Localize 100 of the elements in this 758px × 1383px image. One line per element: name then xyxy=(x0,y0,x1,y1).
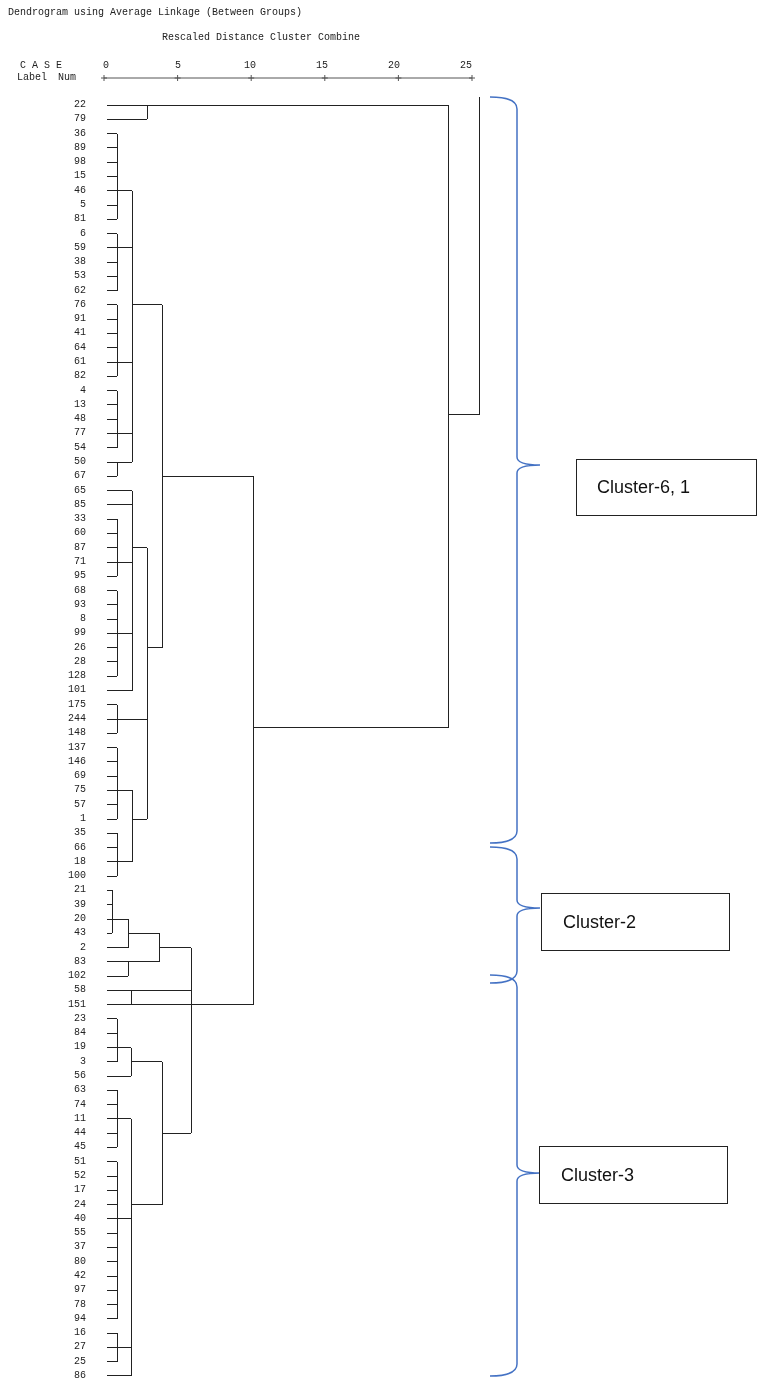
case-label: 27 xyxy=(74,1341,86,1354)
column-header: Label xyxy=(17,72,47,84)
case-label: 21 xyxy=(74,884,86,897)
case-label: 97 xyxy=(74,1284,86,1297)
case-label: 6 xyxy=(80,227,86,240)
case-label: 17 xyxy=(74,1184,86,1197)
column-header: Num xyxy=(58,72,76,84)
case-label: 2 xyxy=(80,941,86,954)
case-label: 57 xyxy=(74,798,86,811)
case-label: 26 xyxy=(74,641,86,654)
case-label: 20 xyxy=(74,912,86,925)
case-label: 19 xyxy=(74,1041,86,1054)
chart-title: Dendrogram using Average Linkage (Between Groups) xyxy=(8,7,303,19)
cluster-name: Cluster-2 xyxy=(563,911,637,933)
case-label: 4 xyxy=(80,384,86,397)
case-label: 37 xyxy=(74,1241,86,1254)
case-label: 41 xyxy=(74,327,86,340)
case-label: 69 xyxy=(74,770,86,783)
case-label: 151 xyxy=(68,998,86,1011)
tick-label: 15 xyxy=(316,60,328,72)
tick-label: 10 xyxy=(244,60,256,72)
case-label: 85 xyxy=(74,498,86,511)
case-label: 65 xyxy=(74,484,86,497)
case-label: 66 xyxy=(74,841,86,854)
case-label: 71 xyxy=(74,555,86,568)
cluster-label-box xyxy=(541,893,730,951)
case-label: 89 xyxy=(74,141,86,154)
case-label: 58 xyxy=(74,984,86,997)
case-label: 56 xyxy=(74,1070,86,1083)
case-label: 39 xyxy=(74,898,86,911)
case-label: 175 xyxy=(68,698,86,711)
case-label: 5 xyxy=(80,198,86,211)
case-label: 8 xyxy=(80,613,86,626)
case-label: 94 xyxy=(74,1312,86,1325)
case-label: 62 xyxy=(74,284,86,297)
case-label: 23 xyxy=(74,1012,86,1025)
column-header: C A S E xyxy=(20,60,62,72)
case-label: 18 xyxy=(74,855,86,868)
case-label: 87 xyxy=(74,541,86,554)
cluster-label-box xyxy=(576,459,757,516)
case-label: 22 xyxy=(74,99,86,111)
case-label: 102 xyxy=(68,970,86,983)
cluster-name: Cluster-3 xyxy=(561,1164,635,1186)
case-label: 148 xyxy=(68,727,86,740)
case-label: 44 xyxy=(74,1127,86,1140)
case-label: 146 xyxy=(68,755,86,768)
case-label: 36 xyxy=(74,127,86,140)
case-label: 55 xyxy=(74,1227,86,1240)
case-label: 98 xyxy=(74,156,86,169)
case-label: 74 xyxy=(74,1098,86,1111)
case-label: 51 xyxy=(74,1155,86,1168)
case-label: 84 xyxy=(74,1027,86,1040)
case-label: 101 xyxy=(68,684,86,697)
case-label: 67 xyxy=(74,470,86,483)
case-label: 53 xyxy=(74,270,86,283)
case-label: 42 xyxy=(74,1269,86,1282)
case-label: 45 xyxy=(74,1141,86,1154)
case-label: 68 xyxy=(74,584,86,597)
case-label: 100 xyxy=(68,870,86,883)
case-label: 50 xyxy=(74,456,86,468)
case-label: 79 xyxy=(74,113,86,126)
case-label: 28 xyxy=(74,655,86,668)
axis-title: Rescaled Distance Cluster Combine xyxy=(162,32,361,44)
case-label: 76 xyxy=(74,298,86,311)
tick-label: 5 xyxy=(175,60,181,72)
case-label: 82 xyxy=(74,370,86,383)
case-label: 137 xyxy=(68,741,86,754)
case-label: 3 xyxy=(80,1055,86,1068)
case-label: 52 xyxy=(74,1170,86,1182)
case-label: 59 xyxy=(74,241,86,254)
case-label: 40 xyxy=(74,1212,86,1225)
case-label: 35 xyxy=(74,827,86,840)
case-label: 25 xyxy=(74,1355,86,1368)
case-label: 54 xyxy=(74,441,86,454)
case-label: 16 xyxy=(74,1327,86,1340)
case-label: 75 xyxy=(74,784,86,797)
case-label: 13 xyxy=(74,398,86,411)
case-label: 80 xyxy=(74,1255,86,1268)
case-label: 91 xyxy=(74,313,86,326)
tick-label: 0 xyxy=(103,60,109,72)
case-label: 93 xyxy=(74,598,86,611)
case-label: 244 xyxy=(68,713,86,726)
case-label: 33 xyxy=(74,513,86,526)
case-label: 78 xyxy=(74,1298,86,1311)
case-label: 95 xyxy=(74,570,86,583)
case-label: 99 xyxy=(74,627,86,640)
case-label: 86 xyxy=(74,1369,86,1382)
case-label: 83 xyxy=(74,955,86,968)
case-label: 61 xyxy=(74,356,86,369)
tick-label: 25 xyxy=(460,60,472,72)
case-label: 24 xyxy=(74,1198,86,1211)
case-label: 77 xyxy=(74,427,86,440)
case-label: 43 xyxy=(74,927,86,940)
case-label: 11 xyxy=(74,1112,86,1125)
cluster-label-box xyxy=(539,1146,728,1204)
case-label: 81 xyxy=(74,213,86,226)
case-label: 38 xyxy=(74,256,86,269)
case-label: 48 xyxy=(74,413,86,426)
case-label: 15 xyxy=(74,170,86,183)
case-label: 128 xyxy=(68,670,86,683)
